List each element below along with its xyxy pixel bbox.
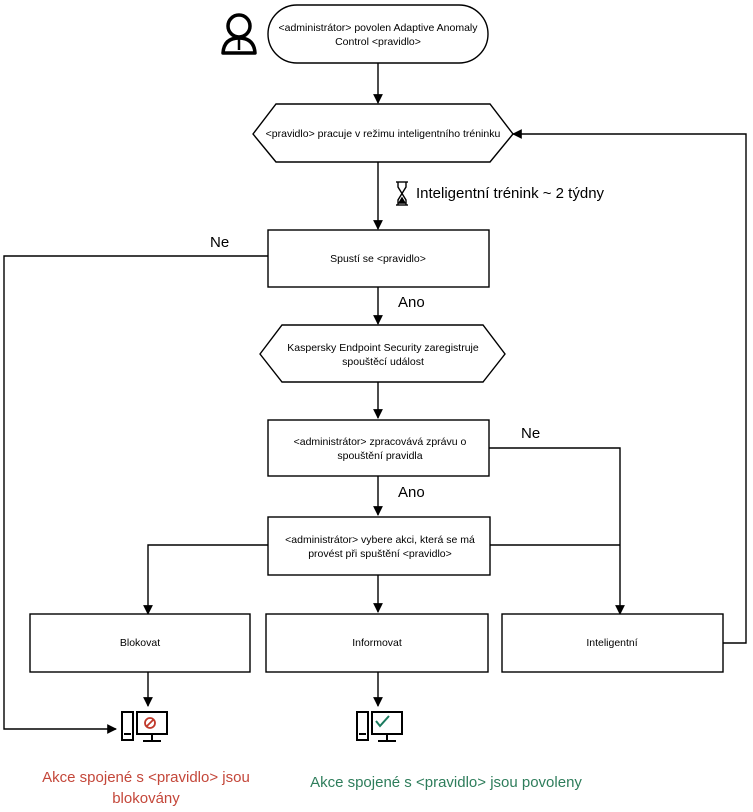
edge-no-to-blocked: [3, 255, 268, 734]
admin-process-node: [267, 419, 490, 477]
edge-choose-to-block: [143, 544, 268, 615]
smart-training-label: <pravidlo> pracuje v režimu inteligentní…: [266, 128, 501, 140]
outcome-allowed-label: Akce spojené s <pravidlo> jsou povoleny: [310, 774, 582, 791]
admin-process-line1: <administrátor> zpracovává zprávu o: [294, 436, 467, 448]
training-duration-label: Inteligentní trénink ~ 2 týdny: [416, 185, 605, 202]
rule-triggered-label: Spustí se <pravidlo>: [330, 253, 426, 265]
outcome-blocked-label: Akce spojené s <pravidlo> jsou blokovány: [42, 769, 250, 807]
action-smart-node: [501, 613, 724, 673]
action-smart-label: Inteligentní: [586, 637, 637, 649]
yes-2-label: Ano: [398, 484, 425, 501]
start-node-line2: Control <pravidlo>: [335, 36, 421, 48]
edge-smart-loop-to-training: [512, 129, 747, 644]
hourglass-icon: [396, 181, 408, 206]
kes-event-line1: Kaspersky Endpoint Security zaregistruje: [287, 342, 479, 354]
computer-allowed-icon: [356, 711, 403, 742]
no-right-label: Ne: [521, 425, 540, 442]
computer-blocked-icon: [121, 711, 168, 742]
user-icon: [221, 13, 257, 55]
action-block-node: [29, 613, 251, 673]
admin-process-line2: spouštění pravidla: [337, 450, 422, 462]
admin-choose-line2: provést při spuštění <pravidlo>: [308, 548, 452, 560]
action-inform-label: Informovat: [352, 637, 402, 649]
action-block-label: Blokovat: [120, 637, 160, 649]
action-inform-node: [265, 613, 489, 673]
kes-event-line2: spouštěcí událost: [342, 356, 424, 368]
edge-no-to-smart: [489, 447, 625, 615]
admin-choose-node: [267, 516, 491, 576]
start-node-line1: <administrátor> povolen Adaptive Anomaly: [278, 22, 478, 34]
start-node: [267, 4, 489, 64]
no-left-label: Ne: [210, 234, 229, 251]
yes-1-label: Ano: [398, 294, 425, 311]
kes-event-node: [259, 324, 506, 383]
admin-choose-line1: <administrátor> vybere akci, která se má: [285, 534, 475, 546]
rule-triggered-node: [267, 229, 490, 288]
